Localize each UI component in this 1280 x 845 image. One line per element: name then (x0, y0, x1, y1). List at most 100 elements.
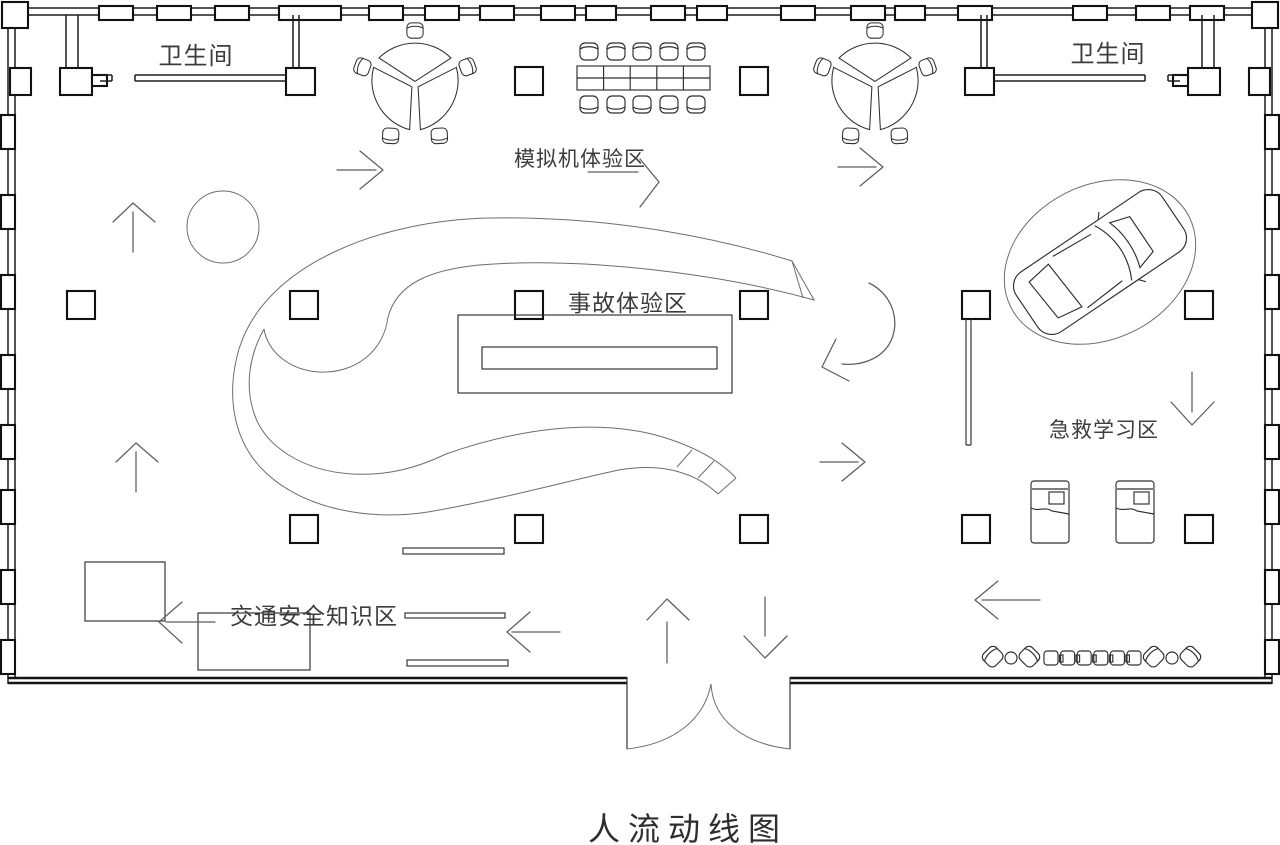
conference-chair (606, 95, 626, 114)
wall-column (1071, 4, 1109, 22)
conference-chair (632, 95, 652, 114)
wall-column (0, 353, 17, 391)
car-top-view-icon (1012, 188, 1188, 336)
workstation-cluster-right (812, 23, 937, 144)
seat-connector (1125, 654, 1130, 663)
wall-column (478, 4, 516, 22)
wall-column (423, 4, 461, 22)
flow-arrow-left (158, 601, 216, 644)
flow-arrow-down (1170, 371, 1215, 426)
conference-table (576, 65, 711, 91)
wall-column (956, 4, 994, 22)
wall-column (1188, 4, 1226, 22)
side-table (1004, 651, 1018, 665)
wall-column (0, 423, 17, 461)
wall-column (1263, 113, 1280, 151)
wall-column (893, 4, 927, 22)
wall-column (0, 193, 17, 231)
lounge-chair (1140, 643, 1167, 670)
flow-arrow-left (506, 611, 561, 653)
flow-arrow-right (587, 158, 660, 208)
accident-display-table (457, 314, 733, 394)
wall-column (849, 4, 887, 22)
interior-column (288, 289, 320, 321)
conference-chair (579, 42, 599, 61)
conference-chair (579, 95, 599, 114)
wall-column (277, 4, 343, 22)
car-display-ellipse (1003, 179, 1197, 345)
wall-columns (0, 4, 1280, 676)
row-seat (1060, 650, 1076, 666)
interior-column (513, 513, 545, 545)
wall-column (0, 113, 17, 151)
seat-connector (1108, 654, 1114, 663)
diagram-title: 人流动线图 (588, 811, 788, 845)
interior-column (1183, 289, 1215, 321)
seat-connector (1058, 654, 1064, 663)
wall-column (1263, 488, 1280, 526)
lounge-seating (979, 643, 1204, 670)
conference-chair (686, 42, 706, 61)
conference-chair (686, 95, 706, 114)
wall-column (97, 4, 135, 22)
flow-arrow-up (646, 598, 690, 664)
corner-column (1250, 0, 1280, 30)
lounge-chair (979, 643, 1006, 670)
car-display (1003, 179, 1197, 345)
wall-column (367, 4, 405, 22)
interior-column (960, 513, 992, 545)
exhibit-stand (197, 612, 311, 671)
floor-circle-marker (186, 190, 260, 264)
display-rail (404, 612, 506, 619)
label-first-aid-zone: 急救学习区 (1049, 419, 1159, 442)
interior-column (65, 289, 97, 321)
flow-arrow-right (819, 442, 866, 482)
interior-columns (65, 65, 1215, 545)
wall-column (1263, 273, 1280, 311)
lounge-chair (1177, 643, 1204, 670)
wall-column (649, 4, 687, 22)
interior-column (960, 289, 992, 321)
exhibit-stand (84, 561, 166, 622)
partition-wall (965, 319, 972, 446)
flow-arrow-down (743, 596, 788, 659)
row-seat (1076, 650, 1092, 666)
interior-column (288, 513, 320, 545)
wall-column (1134, 4, 1172, 22)
wall-column (0, 638, 17, 676)
restroom-right (963, 15, 1272, 97)
label-restroom-right: 卫生间 (1071, 41, 1146, 68)
wall-column (155, 4, 193, 22)
flow-arrow-right (336, 150, 384, 190)
seat-connector (1092, 654, 1097, 663)
wall-column (213, 4, 251, 22)
flow-arrow-up (112, 202, 156, 253)
interior-column (738, 65, 770, 97)
corner-column (0, 0, 30, 30)
wall-column (584, 4, 618, 22)
label-simulator-zone: 模拟机体验区 (514, 148, 646, 171)
row-seat (1093, 650, 1109, 666)
conference-chair (659, 95, 679, 114)
flow-arrow-left (974, 580, 1041, 620)
first-aid-beds (1030, 480, 1155, 544)
row-seat (1043, 650, 1059, 666)
workstation-cluster-left (352, 23, 477, 144)
restroom-left (8, 15, 317, 97)
label-accident-zone: 事故体验区 (568, 290, 688, 316)
wall-column (539, 4, 577, 22)
entrance-door (626, 677, 791, 750)
flow-arrow-right (837, 147, 884, 187)
interior-column (513, 65, 545, 97)
wall-column (695, 4, 729, 22)
flow-arrow-curved (821, 282, 896, 382)
label-restroom-left: 卫生间 (159, 43, 234, 70)
wall-column (779, 4, 817, 22)
bed (1115, 480, 1155, 544)
conference-chair (659, 42, 679, 61)
bed (1030, 480, 1070, 544)
display-rail (402, 547, 505, 555)
interior-column (738, 289, 770, 321)
wall-column (0, 273, 17, 311)
